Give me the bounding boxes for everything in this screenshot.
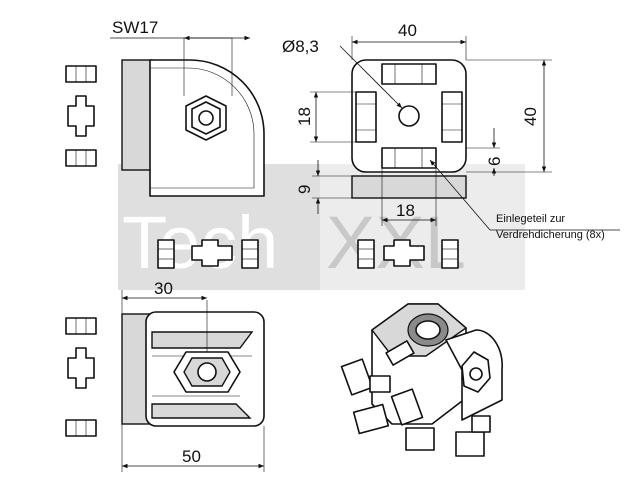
dim-total-width: 50 [182, 447, 201, 466]
isometric-view [340, 303, 503, 457]
dim-base-height: 9 [295, 185, 314, 194]
insert-row-middle [157, 239, 459, 269]
callout-line-2: Verdrehdicherung (8x) [496, 229, 605, 241]
insert-column-top [65, 65, 97, 167]
side-view-top: SW17 [110, 18, 265, 197]
insert-column-bottom [65, 317, 97, 437]
top-view: 30 50 [121, 279, 265, 472]
dim-side-height: 40 [521, 107, 540, 126]
dim-inner-width: 18 [396, 201, 415, 220]
dim-insert-offset: 6 [485, 157, 504, 166]
front-view: Ø8,3 40 40 18 6 9 18 Einlegeteil [282, 21, 620, 241]
dim-top-width: 40 [398, 21, 417, 40]
dim-wrench-size: SW17 [112, 18, 158, 37]
dim-side-width: 30 [154, 279, 173, 298]
dim-inner-height: 18 [295, 107, 314, 126]
callout-line-1: Einlegeteil zur [496, 213, 565, 225]
dim-hole-diameter: Ø8,3 [282, 37, 319, 56]
